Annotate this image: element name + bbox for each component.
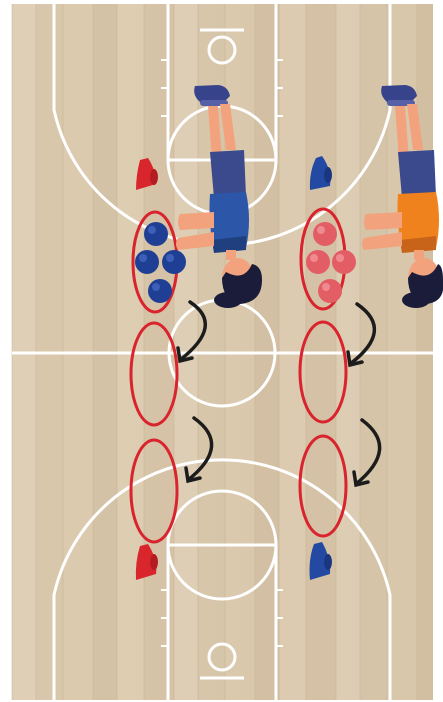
ball-icon — [135, 250, 159, 274]
ball-icon — [313, 222, 337, 246]
ball-icon — [144, 222, 168, 246]
ball-icon — [162, 250, 186, 274]
ball-icon — [148, 279, 172, 303]
ball-icon — [306, 250, 330, 274]
ball-icon — [318, 279, 342, 303]
ball-icon — [332, 250, 356, 274]
